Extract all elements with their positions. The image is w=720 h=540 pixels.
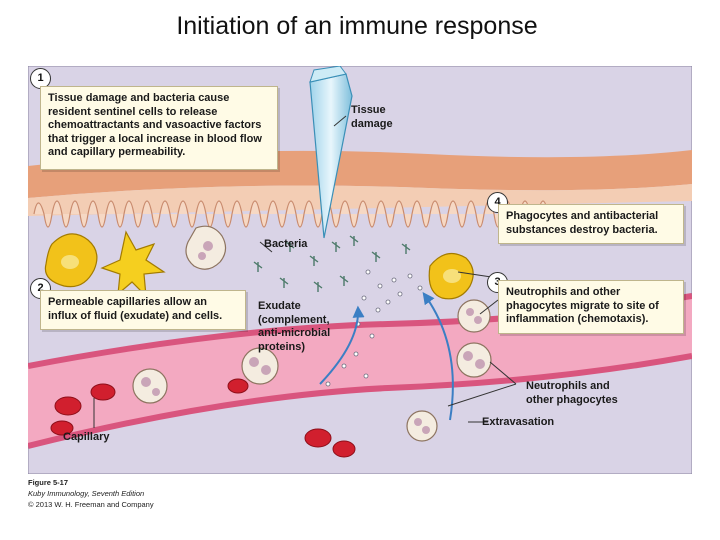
epithelial-folds bbox=[33, 200, 549, 228]
neutrophils-label: Neutrophils and other phagocytes bbox=[526, 380, 618, 406]
capillary-wall-bottom bbox=[28, 353, 692, 449]
bacteria-cluster bbox=[253, 235, 411, 292]
step-3-text: Neutrophils and other phagocytes migrate… bbox=[506, 286, 659, 325]
leader-lines bbox=[93, 115, 517, 428]
red-blood-cells bbox=[50, 378, 356, 458]
figure-caption: Figure 5-17 Kuby Immunology, Seventh Edi… bbox=[28, 477, 154, 510]
exudate-particles bbox=[325, 269, 423, 387]
needle-icon bbox=[309, 66, 353, 239]
step-4-callout: Phagocytes and antibacterial substances … bbox=[498, 204, 684, 244]
step-1-callout: Tissue damage and bacteria cause residen… bbox=[40, 86, 278, 170]
step-2-text: Permeable capillaries allow an influx of… bbox=[48, 296, 223, 322]
book-title: Kuby Immunology, Seventh Edition bbox=[28, 489, 145, 498]
extravasation-label: Extravasation bbox=[482, 416, 555, 428]
capillary-label: Capillary bbox=[63, 431, 110, 443]
step-1-text: Tissue damage and bacteria cause residen… bbox=[48, 92, 262, 158]
skin-dermis bbox=[28, 184, 692, 216]
figure-number: Figure 5-17 bbox=[28, 478, 69, 487]
leukocytes bbox=[132, 299, 492, 442]
bacteria-label: Bacteria bbox=[264, 238, 308, 250]
exudate-label: Exudate (complement, anti-microbial prot… bbox=[258, 300, 331, 353]
step-2-callout: Permeable capillaries allow an influx of… bbox=[40, 290, 246, 330]
copyright-line: © 2013 W. H. Freeman and Company bbox=[28, 500, 154, 509]
leukocyte-nuclei bbox=[141, 308, 485, 434]
immune-response-diagram: 1 Tissue damage and bacteria cause resid… bbox=[28, 66, 692, 474]
exudate-arrow bbox=[319, 305, 365, 385]
page-title: Initiation of an immune response bbox=[176, 12, 538, 40]
chemotaxis-arrow bbox=[422, 292, 454, 421]
tissue-damage-label: Tissue damage bbox=[351, 104, 393, 130]
step-4-text: Phagocytes and antibacterial substances … bbox=[506, 210, 659, 236]
step-3-callout: Neutrophils and other phagocytes migrate… bbox=[498, 280, 684, 334]
